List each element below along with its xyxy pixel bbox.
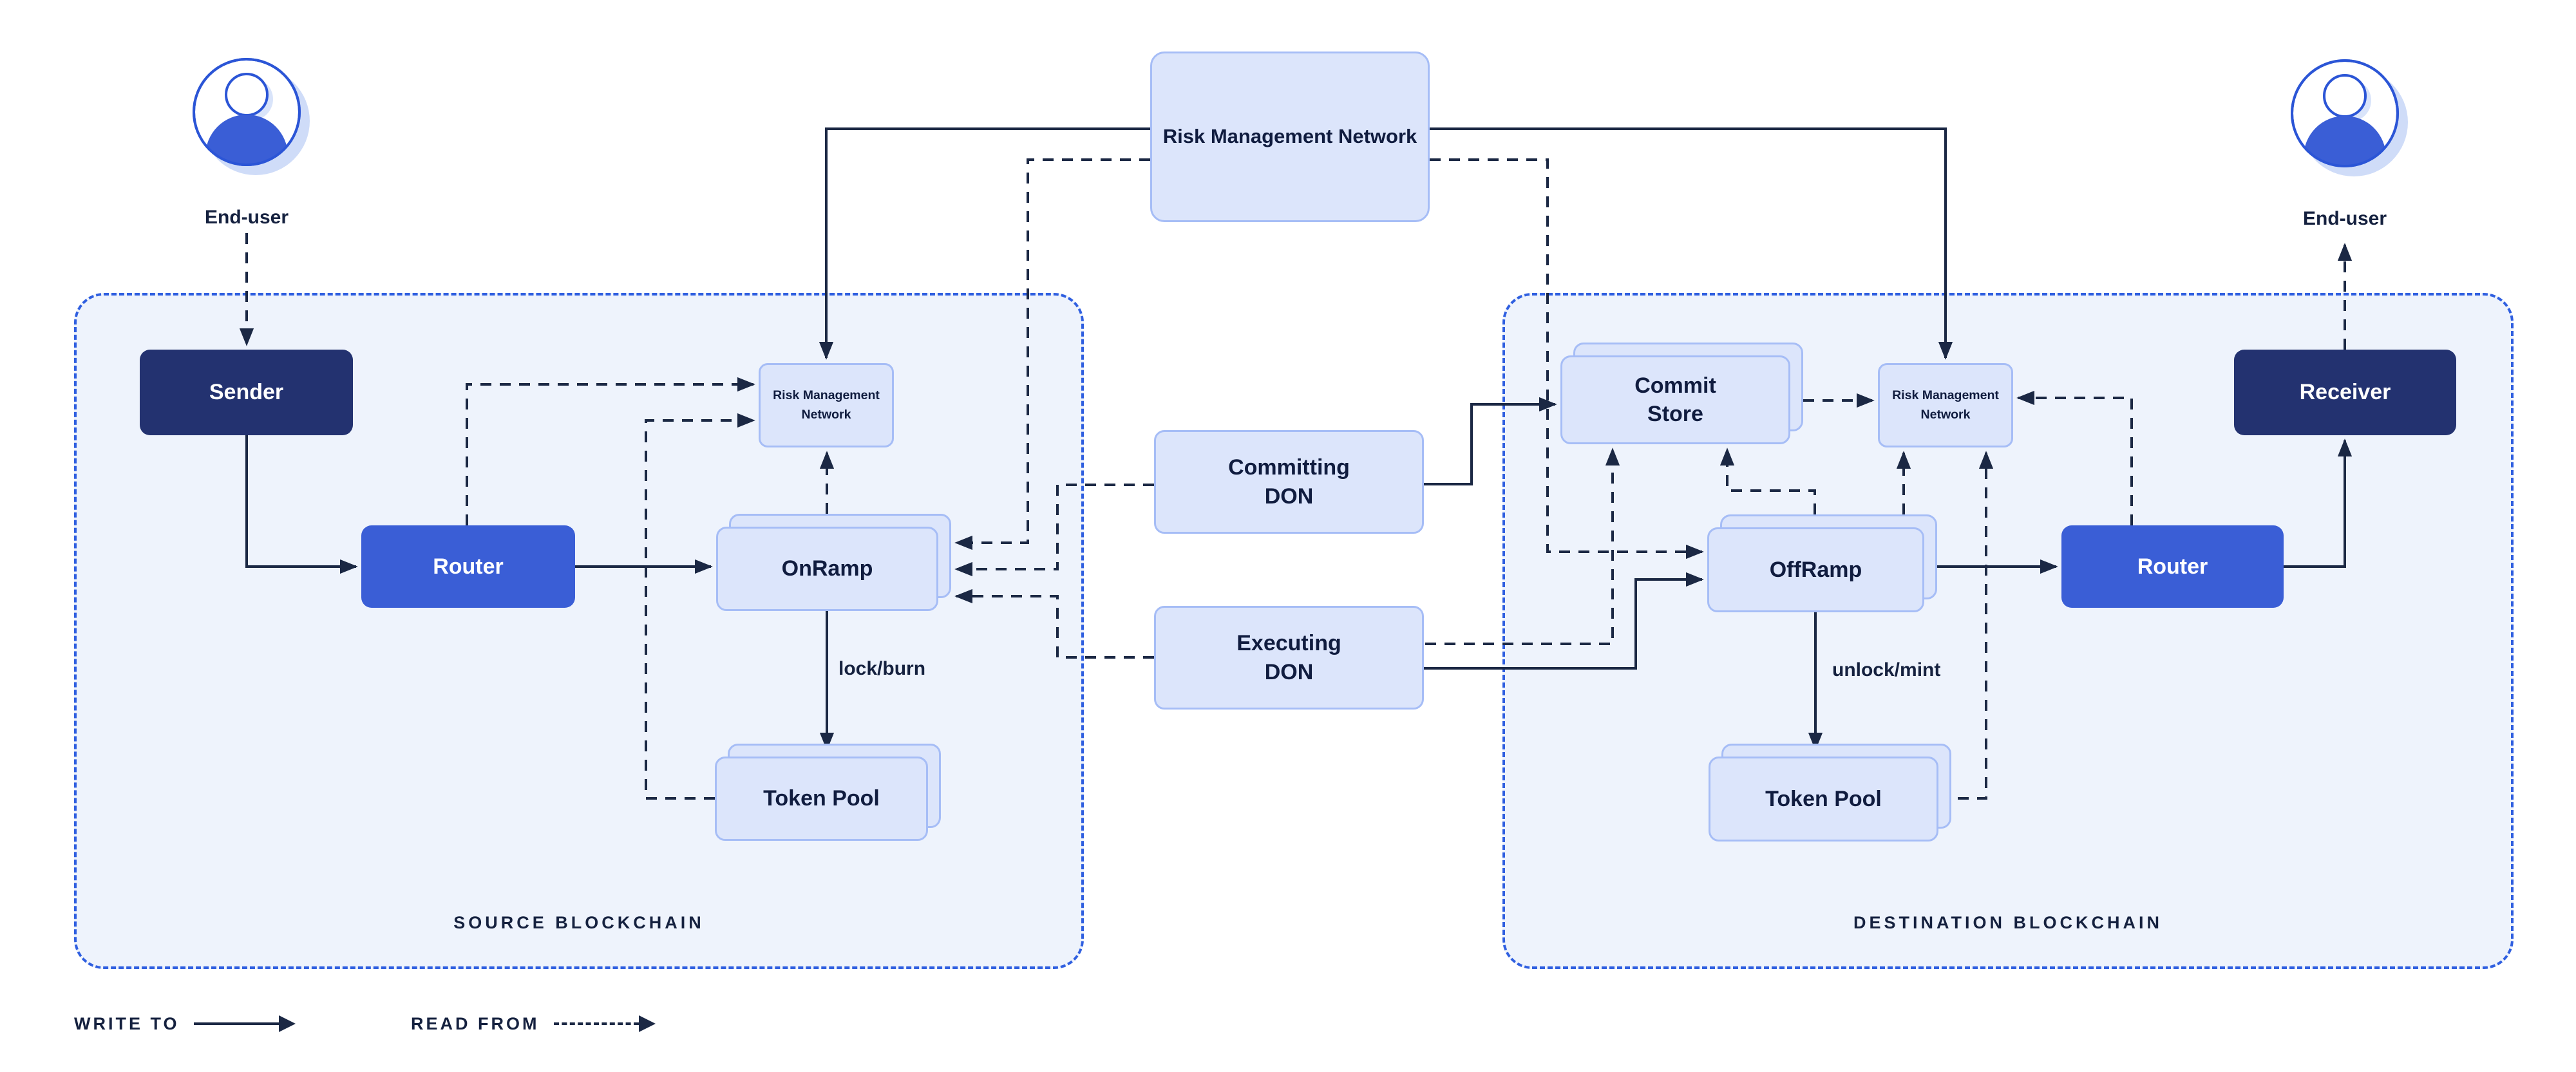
node-router-source: Router: [361, 525, 575, 608]
edge-executing-don-to-offramp: [1424, 572, 1704, 670]
edge-committing-don-to-onramp: [954, 484, 1154, 577]
edge-sender-to-router-source: [245, 435, 358, 574]
onramp-label: OnRamp: [716, 527, 938, 611]
edge-executing-don-to-onramp: [954, 588, 1154, 659]
node-risk-management-network-top: Risk Management Network: [1150, 52, 1430, 222]
legend-read-from: READ FROM: [411, 1010, 656, 1038]
commit-store-label: Commit Store: [1560, 355, 1790, 444]
node-risk-management-network-destination: Risk Management Network: [1878, 363, 2013, 447]
arrowhead-icon: [278, 1015, 296, 1032]
token-pool-source-label: Token Pool: [715, 757, 928, 841]
edge-committing-don-to-commit-store: [1424, 397, 1557, 485]
edge-token-pool-source-to-risk-management-source: [645, 413, 755, 800]
user-avatar-icon: [2291, 59, 2408, 176]
node-onramp: OnRamp: [716, 514, 951, 611]
token-pool-destination-label: Token Pool: [1709, 757, 1938, 842]
node-sender: Sender: [140, 350, 353, 435]
edge-risk-management-top-to-risk-management-source: [819, 127, 1150, 360]
source-blockchain-label: SOURCE BLOCKCHAIN: [453, 913, 705, 932]
arrowhead-icon: [638, 1015, 656, 1032]
legend-write-to-label: WRITE TO: [74, 1013, 180, 1033]
node-receiver: Receiver: [2234, 350, 2456, 435]
node-token-pool-source: Token Pool: [715, 744, 941, 841]
edge-router-destination-to-receiver: [2284, 438, 2353, 568]
legend-write-to: WRITE TO: [74, 1010, 296, 1038]
edge-executing-don-to-commit-store: [1425, 447, 1620, 645]
edge-router-destination-to-risk-management-destination: [2016, 390, 2133, 525]
edge-router-source-to-risk-management-source: [466, 377, 755, 525]
end-user-right-label: End-user: [2302, 208, 2387, 229]
edge-risk-management-top-to-risk-management-destination: [1430, 127, 1953, 360]
solid-arrow-icon: [193, 1022, 279, 1025]
node-executing-don: Executing DON: [1154, 606, 1424, 710]
end-user-right: End-user: [2280, 53, 2409, 230]
node-risk-management-network-source: Risk Management Network: [759, 363, 894, 447]
node-offramp: OffRamp: [1707, 514, 1937, 612]
edge-offramp-to-commit-store: [1719, 447, 1816, 514]
dashed-arrow-icon: [553, 1022, 639, 1025]
legend-read-from-label: READ FROM: [411, 1013, 540, 1033]
node-committing-don: Committing DON: [1154, 430, 1424, 534]
edge-risk-management-top-to-onramp: [954, 158, 1150, 550]
node-token-pool-destination: Token Pool: [1709, 744, 1951, 842]
end-user-left-label: End-user: [204, 207, 289, 228]
lock-burn-edge-label: lock/burn: [838, 658, 926, 679]
edge-risk-management-top-to-offramp: [1430, 158, 1704, 560]
node-router-destination: Router: [2061, 525, 2284, 608]
destination-blockchain-label: DESTINATION BLOCKCHAIN: [1853, 913, 2163, 932]
unlock-mint-edge-label: unlock/mint: [1832, 659, 1941, 681]
user-avatar-icon: [193, 58, 310, 175]
end-user-left: End-user: [182, 52, 311, 229]
node-commit-store: Commit Store: [1560, 343, 1803, 444]
offramp-label: OffRamp: [1707, 527, 1924, 612]
